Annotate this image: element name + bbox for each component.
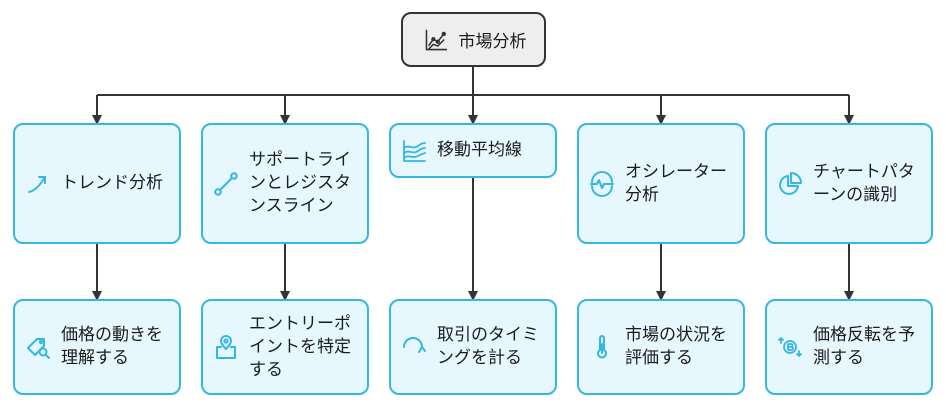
thermometer-icon bbox=[589, 334, 615, 360]
branch-label: オシレーター分析 bbox=[625, 161, 727, 205]
map-pin-icon bbox=[213, 334, 239, 360]
branch-chart-pattern: チャートパターンの識別 bbox=[765, 123, 933, 244]
child-label: 取引のタイミングを計る bbox=[437, 325, 539, 368]
root-label: 市場分析 bbox=[458, 32, 527, 52]
tag-search-icon bbox=[25, 334, 51, 360]
pulse-icon bbox=[589, 170, 615, 197]
line-segment-icon bbox=[213, 171, 239, 197]
trend-arrow-icon bbox=[25, 171, 51, 197]
child-predict-reversal: 価格反転を予測する bbox=[765, 299, 933, 395]
timing-arrow-icon bbox=[401, 334, 427, 360]
branch-support-resistance: サポートラインとレジスタンスライン bbox=[201, 123, 369, 244]
child-trade-timing: 取引のタイミングを計る bbox=[389, 299, 557, 395]
child-evaluate-market: 市場の状況を評価する bbox=[577, 299, 745, 395]
branch-label: トレンド分析 bbox=[61, 173, 163, 193]
branch-label: サポートラインとレジスタンスライン bbox=[249, 150, 351, 216]
area-chart-icon bbox=[401, 138, 427, 164]
branch-label: 移動平均線 bbox=[437, 140, 522, 160]
child-label: 市場の状況を評価する bbox=[625, 325, 727, 368]
child-label: 価格反転を予測する bbox=[813, 325, 915, 368]
root-node: 市場分析 bbox=[401, 12, 546, 67]
child-entry-point: エントリーポイントを特定する bbox=[201, 299, 369, 395]
child-label: エントリーポイントを特定する bbox=[249, 313, 351, 380]
pie-chart-icon bbox=[777, 171, 803, 197]
child-label: 価格の動きを理解する bbox=[61, 325, 163, 368]
branch-moving-average: 移動平均線 bbox=[389, 123, 557, 178]
branch-trend-analysis: トレンド分析 bbox=[13, 123, 181, 244]
coin-reverse-icon bbox=[777, 334, 803, 360]
branch-label: チャートパターンの識別 bbox=[813, 161, 915, 205]
child-understand-price: 価格の動きを理解する bbox=[13, 299, 181, 395]
branch-oscillator: オシレーター分析 bbox=[577, 123, 745, 244]
line-chart-icon bbox=[421, 25, 451, 55]
